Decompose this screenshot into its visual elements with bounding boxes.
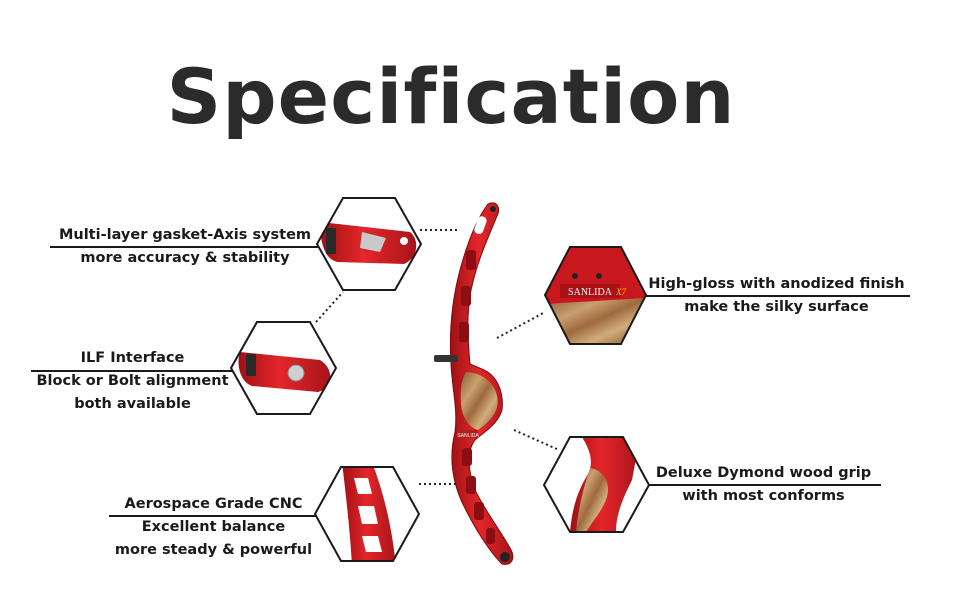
page-title: Specification	[166, 52, 736, 141]
underlines	[31, 246, 910, 517]
hex-ilf-interface	[229, 321, 338, 415]
hex-wood-grip	[542, 436, 651, 533]
callout-grip-sub: with most conforms	[682, 488, 845, 504]
callout-cnc: Aerospace Grade CNC Excellent balance mo…	[109, 493, 318, 562]
svg-text:SANLIDA: SANLIDA	[457, 433, 479, 439]
callout-cnc-sub1: Excellent balance	[141, 519, 286, 535]
callout-cnc-sub2: more steady & powerful	[114, 542, 313, 558]
callout-gasket-title: Multi-layer gasket-Axis system	[58, 227, 312, 243]
callout-ilf-title: ILF Interface	[80, 350, 185, 366]
callout-gloss-title: High-gloss with anodized finish	[648, 276, 905, 292]
callout-ilf-sub1: Block or Bolt alignment	[36, 373, 229, 389]
hex-high-gloss: SANLIDA X7	[543, 246, 648, 345]
model-engraving: X7	[615, 287, 626, 297]
bow-riser: SANLIDA	[434, 202, 514, 565]
callout-gloss-sub: make the silky surface	[684, 299, 869, 315]
callout-cnc-title: Aerospace Grade CNC	[124, 496, 303, 512]
callout-gasket: Multi-layer gasket-Axis system more accu…	[50, 224, 320, 270]
hex-cnc	[313, 466, 421, 562]
callout-gloss: High-gloss with anodized finish make the…	[643, 273, 910, 319]
callout-grip-title: Deluxe Dymond wood grip	[655, 465, 872, 481]
callout-ilf-sub2: both available	[74, 396, 191, 412]
brand-engraving: SANLIDA	[568, 287, 613, 298]
callout-grip: Deluxe Dymond wood grip with most confor…	[646, 462, 881, 508]
callout-ilf: ILF Interface Block or Bolt alignment bo…	[31, 347, 234, 416]
leader-lines	[315, 229, 560, 485]
callout-gasket-sub: more accuracy & stability	[80, 250, 290, 266]
hex-gasket-axis	[315, 197, 423, 291]
